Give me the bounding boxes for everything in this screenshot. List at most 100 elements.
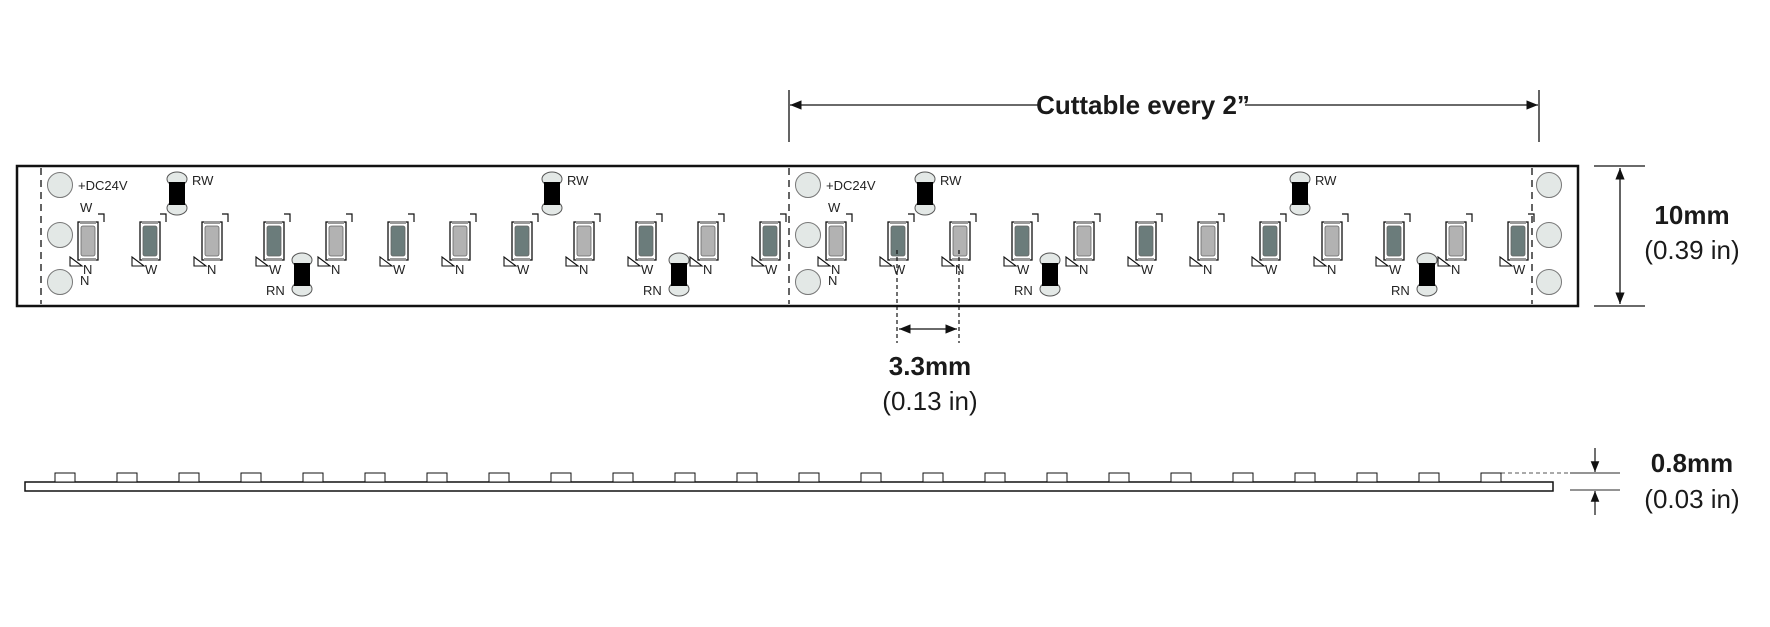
smd-led: N [941, 213, 977, 277]
thickness-dimension: 0.8mm (0.03 in) [1570, 448, 1740, 515]
resistor-label: RN [1391, 283, 1410, 298]
led-emitter [828, 225, 844, 257]
side-led [1418, 472, 1440, 483]
side-led [798, 472, 820, 483]
polarity-triangle-icon [193, 255, 208, 267]
led-emitter [1138, 225, 1154, 257]
smd-led: W [1499, 213, 1535, 277]
led-channel-label: N [1451, 262, 1460, 277]
smd-led: W [751, 213, 787, 277]
resistor: RN [643, 252, 690, 298]
solder-pad [1536, 269, 1562, 295]
led-emitter [576, 225, 592, 257]
polarity-triangle-icon [817, 255, 832, 267]
led-terminal [204, 221, 220, 224]
side-led [922, 472, 944, 483]
led-terminal [576, 221, 592, 224]
side-led [240, 472, 262, 483]
led-channel-label: N [579, 262, 588, 277]
led-terminal [1262, 221, 1278, 224]
led-emitter [1076, 225, 1092, 257]
polarity-bracket [846, 213, 853, 222]
polarity-triangle-icon [751, 255, 766, 267]
polarity-bracket [470, 213, 477, 222]
led-terminal [828, 258, 844, 261]
polarity-triangle-icon [1313, 255, 1328, 267]
width-imperial: (0.39 in) [1644, 235, 1739, 265]
smd-led: W [1375, 213, 1411, 277]
resistor: RW [166, 171, 214, 216]
smd-led: N [689, 213, 725, 277]
smd-led: W [627, 213, 663, 277]
polarity-triangle-icon [69, 255, 84, 267]
led-channel-label: W [893, 262, 906, 277]
polarity-triangle-icon [503, 255, 518, 267]
polarity-bracket [970, 213, 977, 222]
led-strip-side-view [24, 472, 1568, 492]
side-board [24, 481, 1554, 492]
led-channel-label: N [831, 262, 840, 277]
polarity-triangle-icon [1065, 255, 1080, 267]
led-terminal [762, 221, 778, 224]
led-terminal [1448, 221, 1464, 224]
smd-led: W [1003, 213, 1039, 277]
resistor-body [1419, 263, 1435, 286]
polarity-bracket [1528, 213, 1535, 222]
smd-led: W [879, 213, 915, 277]
side-led [1108, 472, 1130, 483]
led-channel-label: N [1079, 262, 1088, 277]
polarity-bracket [1218, 213, 1225, 222]
led-emitter [1510, 225, 1526, 257]
led-terminal [204, 258, 220, 261]
side-led [1294, 472, 1316, 483]
width-dimension: 10mm (0.39 in) [1594, 165, 1740, 307]
led-emitter [890, 225, 906, 257]
led-terminal [1076, 258, 1092, 261]
polarity-bracket [1094, 213, 1101, 222]
resistor-label: RW [940, 173, 962, 188]
led-channel-label: W [1265, 262, 1278, 277]
side-led [426, 472, 448, 483]
polarity-triangle-icon [1251, 255, 1266, 267]
polarity-bracket [98, 213, 105, 222]
led-terminal [638, 221, 654, 224]
led-terminal [700, 258, 716, 261]
led-terminal [890, 258, 906, 261]
solder-pad [795, 269, 821, 295]
side-led [612, 472, 634, 483]
solder-pad [1536, 222, 1562, 248]
led-channel-label: N [955, 262, 964, 277]
power-label: +DC24V [78, 178, 128, 193]
led-terminal [576, 258, 592, 261]
led-emitter [328, 225, 344, 257]
pitch-imperial: (0.13 in) [882, 386, 977, 416]
polarity-bracket [1404, 213, 1411, 222]
cuttable-label: Cuttable every 2” [1036, 90, 1250, 120]
solder-pad [47, 222, 73, 248]
thickness-value: 0.8mm [1651, 448, 1733, 478]
led-terminal [266, 221, 282, 224]
led-terminal [390, 221, 406, 224]
led-terminal [1386, 221, 1402, 224]
smd-led: N [817, 213, 853, 277]
side-led [860, 472, 882, 483]
led-channel-label: N [1327, 262, 1336, 277]
led-terminal [828, 221, 844, 224]
led-terminal [266, 258, 282, 261]
led-channel-label: W [1141, 262, 1154, 277]
power-label: +DC24V [826, 178, 876, 193]
resistor-body [1042, 263, 1058, 286]
led-terminal [80, 221, 96, 224]
resistor-label: RW [192, 173, 214, 188]
polarity-bracket [532, 213, 539, 222]
led-channel-label: W [1017, 262, 1030, 277]
smd-led: N [565, 213, 601, 277]
side-led [736, 472, 758, 483]
side-led [364, 472, 386, 483]
led-terminal [452, 258, 468, 261]
smd-led: W [255, 213, 291, 277]
side-led [1356, 472, 1378, 483]
led-terminal [514, 258, 530, 261]
smd-led: W [131, 213, 167, 277]
